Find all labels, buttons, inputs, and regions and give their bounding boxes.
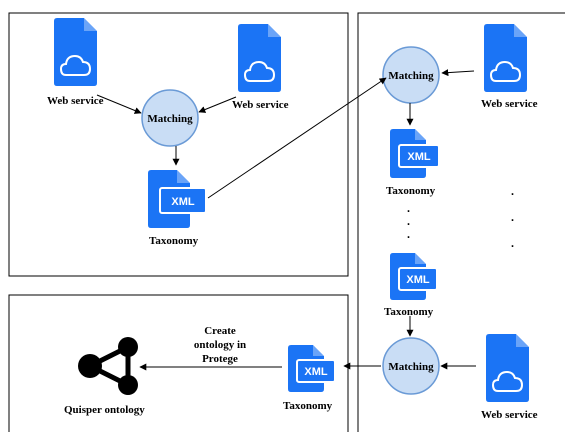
ellipsis-dot: .	[511, 210, 514, 224]
svg-text:XML: XML	[407, 151, 431, 163]
svg-text:XML: XML	[304, 366, 328, 378]
ellipsis-dot: .	[407, 214, 410, 228]
arrow-web-service-to-matching-right-top	[441, 69, 475, 77]
ellipsis-dot: .	[407, 201, 410, 215]
matching-node-top-left: Matching	[141, 89, 199, 147]
arrow-taxonomy-to-matching-right	[207, 77, 387, 199]
taxonomy-label-right-top: Taxonomy	[386, 185, 436, 197]
svg-text:Matching: Matching	[147, 113, 193, 125]
matching-node-right-top: Matching	[382, 46, 440, 104]
taxonomy-label-bottom-left: Taxonomy	[283, 400, 333, 412]
web-service-label-top-left: Web service	[47, 95, 104, 107]
svg-text:Matching: Matching	[388, 361, 434, 373]
ellipsis-dot: .	[407, 227, 410, 241]
xml-taxonomy-icon-top-left: XML	[148, 170, 207, 228]
matching-node-right-bottom: Matching	[382, 337, 440, 395]
svg-text:XML: XML	[406, 274, 430, 286]
share-nodes-icon	[78, 337, 138, 395]
right-panel	[357, 12, 565, 432]
xml-taxonomy-icon-right-bottom: XML	[390, 253, 438, 300]
quisper-ontology-label: Quisper ontology	[64, 404, 145, 416]
top-left-panel	[8, 12, 349, 277]
web-service-icon-right-bottom	[486, 334, 529, 402]
svg-text:XML: XML	[171, 196, 195, 208]
taxonomy-label-right-bottom: Taxonomy	[384, 306, 434, 318]
taxonomy-label-top-left: Taxonomy	[149, 235, 199, 247]
web-service-label-top-middle: Web service	[232, 99, 289, 111]
xml-taxonomy-icon-bottom-left: XML	[288, 345, 336, 392]
arrow-web-service-to-matching-middle	[198, 96, 237, 113]
xml-taxonomy-icon-right-top: XML	[390, 129, 440, 178]
web-service-icon-top-middle	[238, 24, 281, 92]
ellipsis-dot: .	[511, 236, 514, 250]
ellipsis-dot: .	[511, 184, 514, 198]
svg-text:Matching: Matching	[388, 70, 434, 82]
create-ontology-label-line1: Create	[204, 325, 236, 337]
arrow-web-service-to-matching-left	[96, 94, 142, 114]
web-service-label-right-bottom: Web service	[481, 409, 538, 421]
web-service-icon-top-left	[54, 18, 97, 86]
create-ontology-label-line2: ontology in	[194, 339, 246, 351]
create-ontology-label-line3: Protege	[202, 353, 238, 365]
web-service-icon-right-top	[484, 24, 527, 92]
web-service-label-right-top: Web service	[481, 98, 538, 110]
